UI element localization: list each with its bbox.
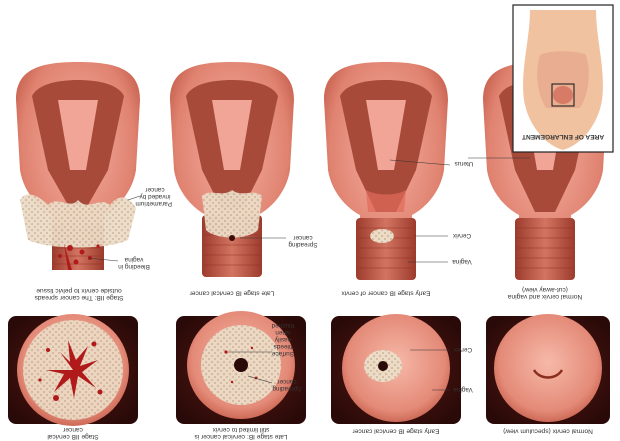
leader-lines-bottom [228,349,450,391]
top-caption-3: Early stage IB cancer of cervix [341,289,431,297]
speculum-panel-3 [331,314,461,424]
speculum-panel-4 [486,314,610,424]
top-caption-4: Normal cervix and vagina (cut-away view) [507,285,583,300]
label-spreading-bottom: Spreading cancer [272,378,302,392]
speculum-panel-1 [8,314,138,426]
label-spreading-top: Spreading cancer [288,234,318,248]
bottom-caption-2: Late stage IB: cervical cancer is still … [194,425,288,440]
inset-label: AREA OF ENLARGEMENT [521,133,605,140]
top-caption-1: Stage IIB: The cancer spreads outside ce… [34,286,124,301]
leader-lines-top [87,157,530,263]
label-bleeding: Bleeding in vagina [118,256,150,270]
label-uterus: Uterus [454,160,474,167]
label-parametrium: Parametrium invaded by cancer [135,186,172,207]
speculum-panel-2 [176,311,306,424]
uterus-panel-1 [16,62,140,270]
label-cervix-top: Cervix [452,232,472,239]
bottom-caption-4: Normal cervix (speculum view) [503,427,593,435]
top-caption-2: Late stage IB cervical cancer [189,289,275,297]
bottom-caption-1: Stage IIB cervical cancer [47,425,99,440]
inset-body-diagram [512,4,614,153]
label-vagina-bottom: Vagina [453,386,473,393]
label-surface-bleeds: Surface bleeds easily when touched [271,322,295,357]
label-cervix-bottom: Cervix [453,346,473,353]
label-vagina-top: Vagina [452,258,472,265]
uterus-panel-3 [324,62,448,280]
bottom-caption-3: Early stage IB cervical cancer [352,427,440,435]
uterus-panel-2 [170,62,294,277]
